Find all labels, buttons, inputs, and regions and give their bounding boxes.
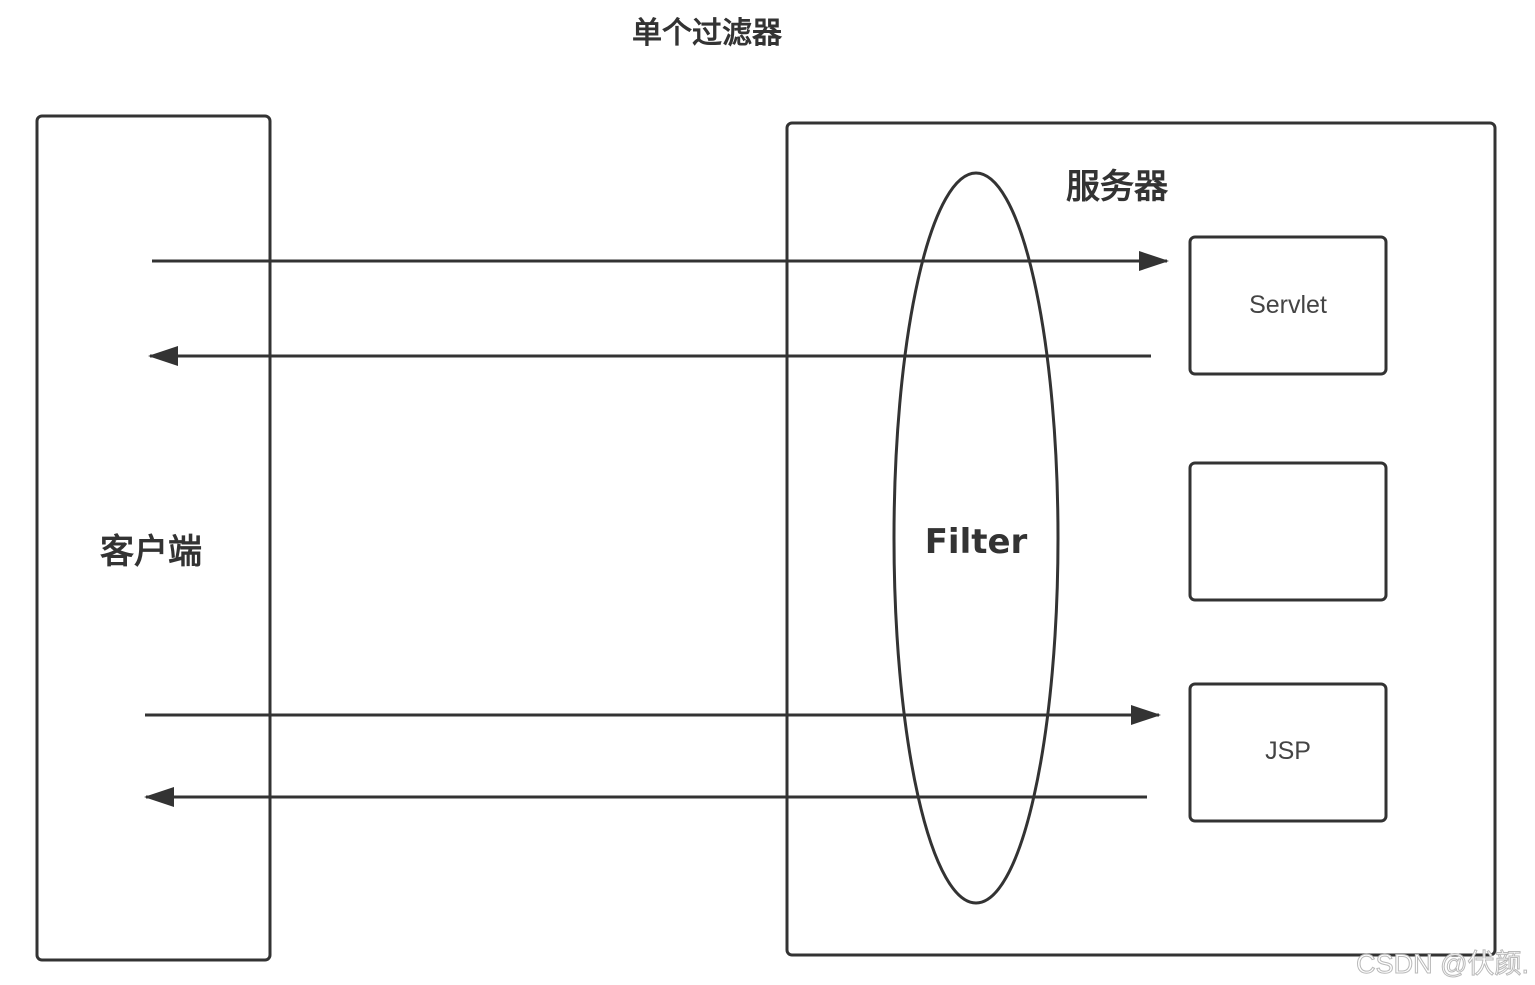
csdn-watermark: CSDN @伏颜. bbox=[1356, 949, 1530, 980]
servlet-box bbox=[1188, 235, 1388, 376]
filter-label: Filter bbox=[924, 522, 1028, 562]
client-box bbox=[35, 114, 272, 962]
server-box bbox=[785, 121, 1497, 957]
client-label: 客户端 bbox=[100, 532, 202, 572]
jsp-box bbox=[1188, 682, 1388, 823]
filter-ellipse bbox=[892, 171, 1060, 905]
jsp-label: JSP bbox=[1265, 737, 1311, 765]
server-label: 服务器 bbox=[1066, 167, 1168, 207]
servlet-label: Servlet bbox=[1249, 291, 1327, 319]
unlabeled-box bbox=[1188, 461, 1388, 602]
diagram-title: 单个过滤器 bbox=[632, 16, 782, 51]
